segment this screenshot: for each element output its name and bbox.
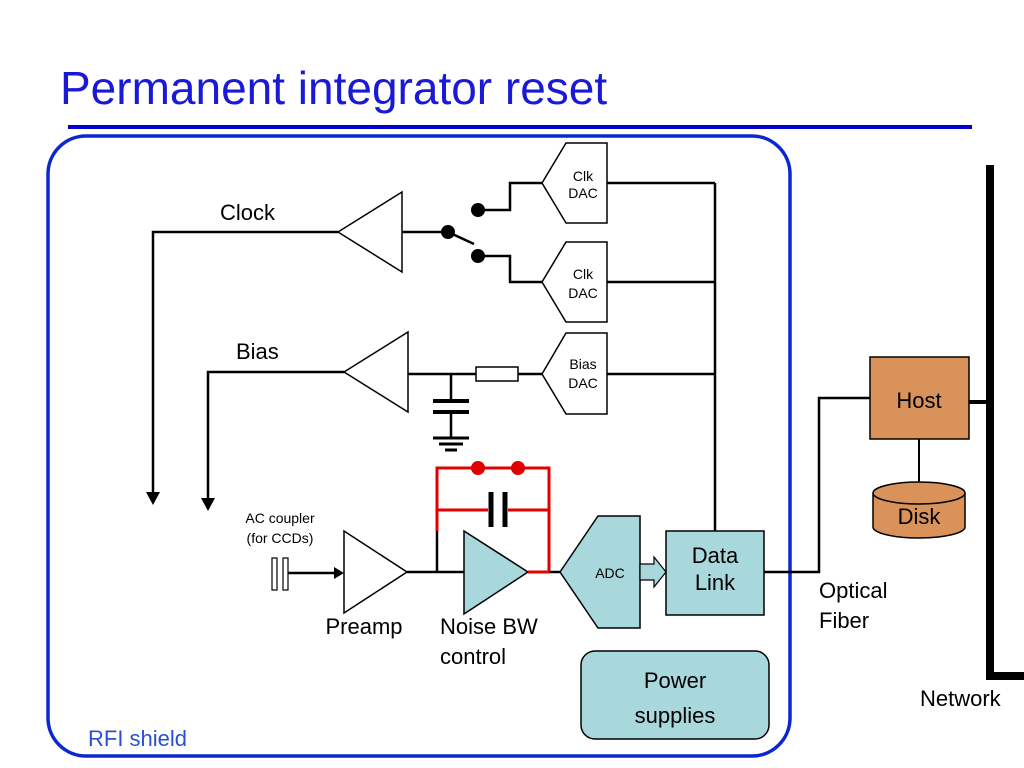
clk-dac-2-shape: [541, 241, 608, 323]
switch-bottom-wire: [478, 254, 542, 284]
optical-fiber-text-1: Optical: [819, 578, 887, 603]
rfi-shield-box: [46, 134, 792, 758]
noise-bw-text-1: Noise BW: [440, 614, 538, 639]
adc-label: ADC: [595, 565, 625, 581]
disk-body: [872, 493, 966, 539]
bias-driver-triangle: [342, 330, 409, 414]
optical-fiber-text-2: Fiber: [819, 608, 869, 633]
bias-resistor: [475, 366, 519, 382]
clk-dac-2-text-2: DAC: [568, 285, 598, 301]
optical-fiber-line: [764, 396, 870, 574]
clock-label: Clock: [220, 200, 276, 225]
ac-coupler-plate-left: [271, 557, 278, 591]
bias-driver: [201, 330, 542, 511]
clock-output-line: [151, 230, 338, 492]
clock-driver-triangle: [336, 190, 403, 274]
ac-coupler-arrow-icon: [334, 567, 344, 579]
disk-label: Disk: [898, 504, 942, 529]
ac-coupler-text-1: AC coupler: [245, 510, 315, 526]
integrator-reset-path: [435, 461, 551, 574]
data-link-text-2: Link: [695, 570, 736, 595]
clk-dac-2: Clk DAC: [541, 241, 608, 323]
host-box: [869, 356, 970, 440]
dac-bus: [607, 181, 717, 531]
ac-coupler-text-2: (for CCDs): [247, 530, 314, 546]
rfi-shield-label: RFI shield: [88, 726, 187, 751]
clk-dac-1-text-1: Clk: [573, 168, 594, 184]
bias-dac: Bias DAC: [541, 332, 608, 415]
data-link-box: [665, 530, 765, 616]
bias-arrow-icon: [201, 498, 215, 511]
preamp-triangle: [343, 529, 409, 615]
bias-dac-shape: [541, 332, 608, 415]
ac-coupler-capacitor-icon: [271, 557, 289, 591]
ac-coupler-plate-right: [282, 557, 289, 591]
switch-arm: [447, 230, 475, 246]
ground-icon: [433, 436, 469, 452]
network-label: Network: [920, 686, 1002, 711]
clk-dac-2-text-1: Clk: [573, 266, 594, 282]
clock-switch: [441, 181, 542, 284]
bias-dac-text-1: Bias: [569, 356, 596, 372]
power-supplies-text-2: supplies: [635, 703, 716, 728]
adc-to-datalink-arrow-icon: [639, 555, 667, 589]
disk-icon: [872, 481, 966, 539]
page-title: Permanent integrator reset: [60, 62, 607, 114]
noise-bw-text-2: control: [440, 644, 506, 669]
host-label: Host: [896, 388, 941, 413]
clock-driver: [146, 190, 444, 505]
preamp-label: Preamp: [325, 614, 402, 639]
clock-arrow-icon: [146, 492, 160, 505]
bias-dac-text-2: DAC: [568, 375, 598, 391]
network-backbone: [986, 165, 1024, 680]
bias-output-line: [206, 370, 344, 498]
power-supplies-text-1: Power: [644, 668, 706, 693]
clk-dac-1-text-2: DAC: [568, 185, 598, 201]
data-link-text-1: Data: [692, 543, 739, 568]
bias-label: Bias: [236, 339, 279, 364]
integrator-triangle: [463, 529, 530, 616]
disk-top: [872, 481, 966, 505]
feedback-capacitor-icon: [488, 492, 508, 527]
clk-dac-1: Clk DAC: [541, 142, 608, 224]
power-supplies-box: [580, 650, 770, 740]
switch-top-wire: [478, 181, 542, 212]
